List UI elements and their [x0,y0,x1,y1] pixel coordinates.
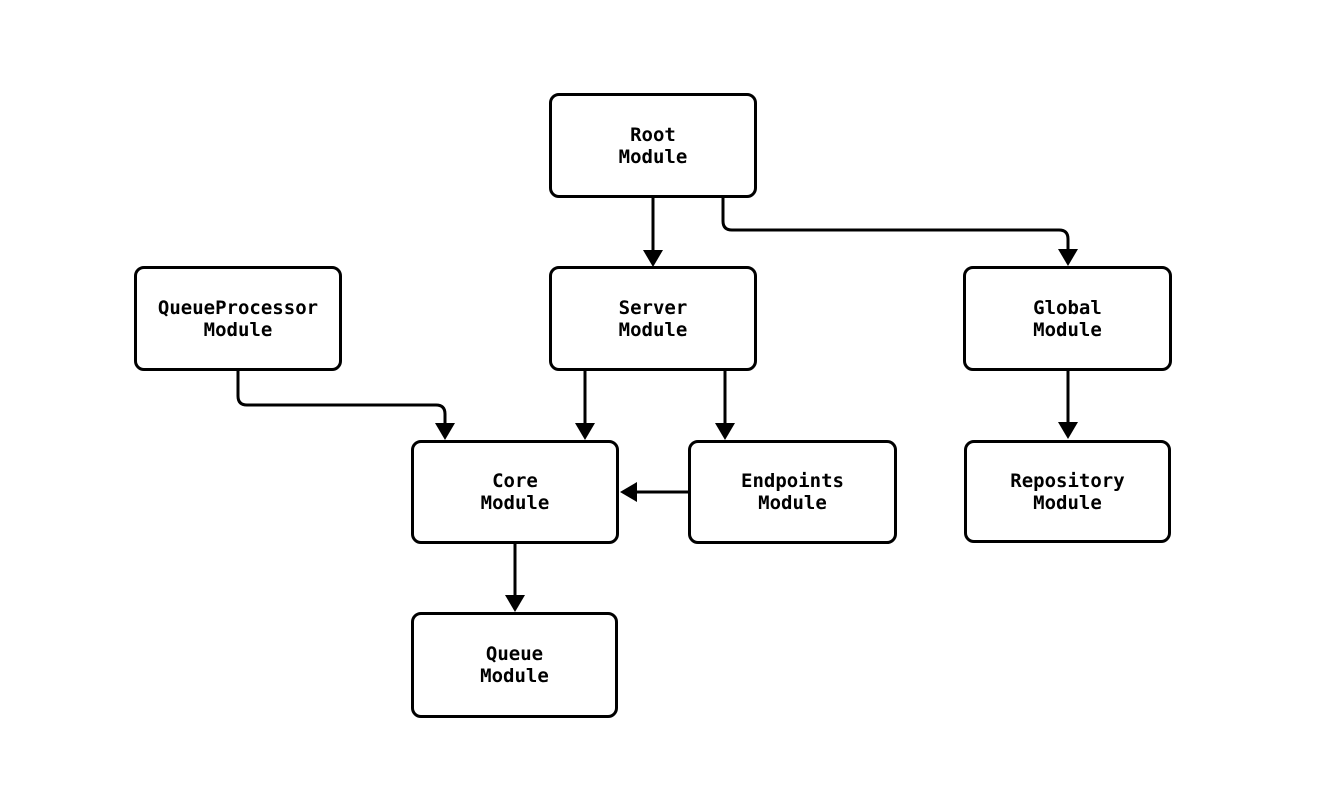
edge-global-to-repository [1058,371,1078,439]
node-label-line2: Module [1033,491,1102,514]
edge-root-to-server [643,198,663,267]
node-label-line2: Module [480,665,549,687]
edge-server-to-endpoints [715,371,735,440]
node-root-module: Root Module [549,93,757,198]
node-label-line1: Server [618,296,688,319]
node-global-module: Global Module [963,266,1172,371]
node-server-module: Server Module [549,266,757,371]
edge-core-to-queue [505,544,525,612]
node-core-module: Core Module [411,440,619,544]
edge-line [721,198,1070,250]
arrowhead-icon [643,250,663,267]
node-repository-module: Repository Module [964,440,1171,543]
arrowhead-icon [575,423,595,440]
node-label-line1: Global [1033,296,1102,319]
node-label-line1: QueueProcessor [157,296,319,319]
node-queue-module: Queue Module [411,612,618,718]
node-label-line2: Module [203,318,273,341]
node-label-line1: Repository [1010,469,1125,492]
node-label-line1: Core [492,470,538,492]
arrowhead-icon [715,423,735,440]
edge-endpoints-to-core [620,482,688,502]
node-label-line2: Module [1033,318,1102,341]
node-label-line2: Module [618,145,688,168]
arrowhead-icon [1058,422,1078,439]
node-label-line2: Module [618,318,688,341]
arrowhead-icon [1058,249,1078,266]
edge-root-to-global [721,198,1078,266]
node-endpoints-module: Endpoints Module [688,440,897,544]
edge-queueprocessor-to-core [236,371,455,440]
node-label-line2: Module [480,492,550,514]
arrowhead-icon [435,423,455,440]
node-queueprocessor-module: QueueProcessor Module [134,266,342,371]
node-label-line1: Queue [485,643,544,665]
node-label-line1: Endpoints [741,470,844,492]
arrowhead-icon [505,595,525,612]
arrowhead-icon [620,482,637,502]
edge-line [236,371,447,424]
node-label-line1: Root [630,123,676,146]
node-label-line2: Module [758,492,827,514]
edge-server-to-core [575,371,595,440]
